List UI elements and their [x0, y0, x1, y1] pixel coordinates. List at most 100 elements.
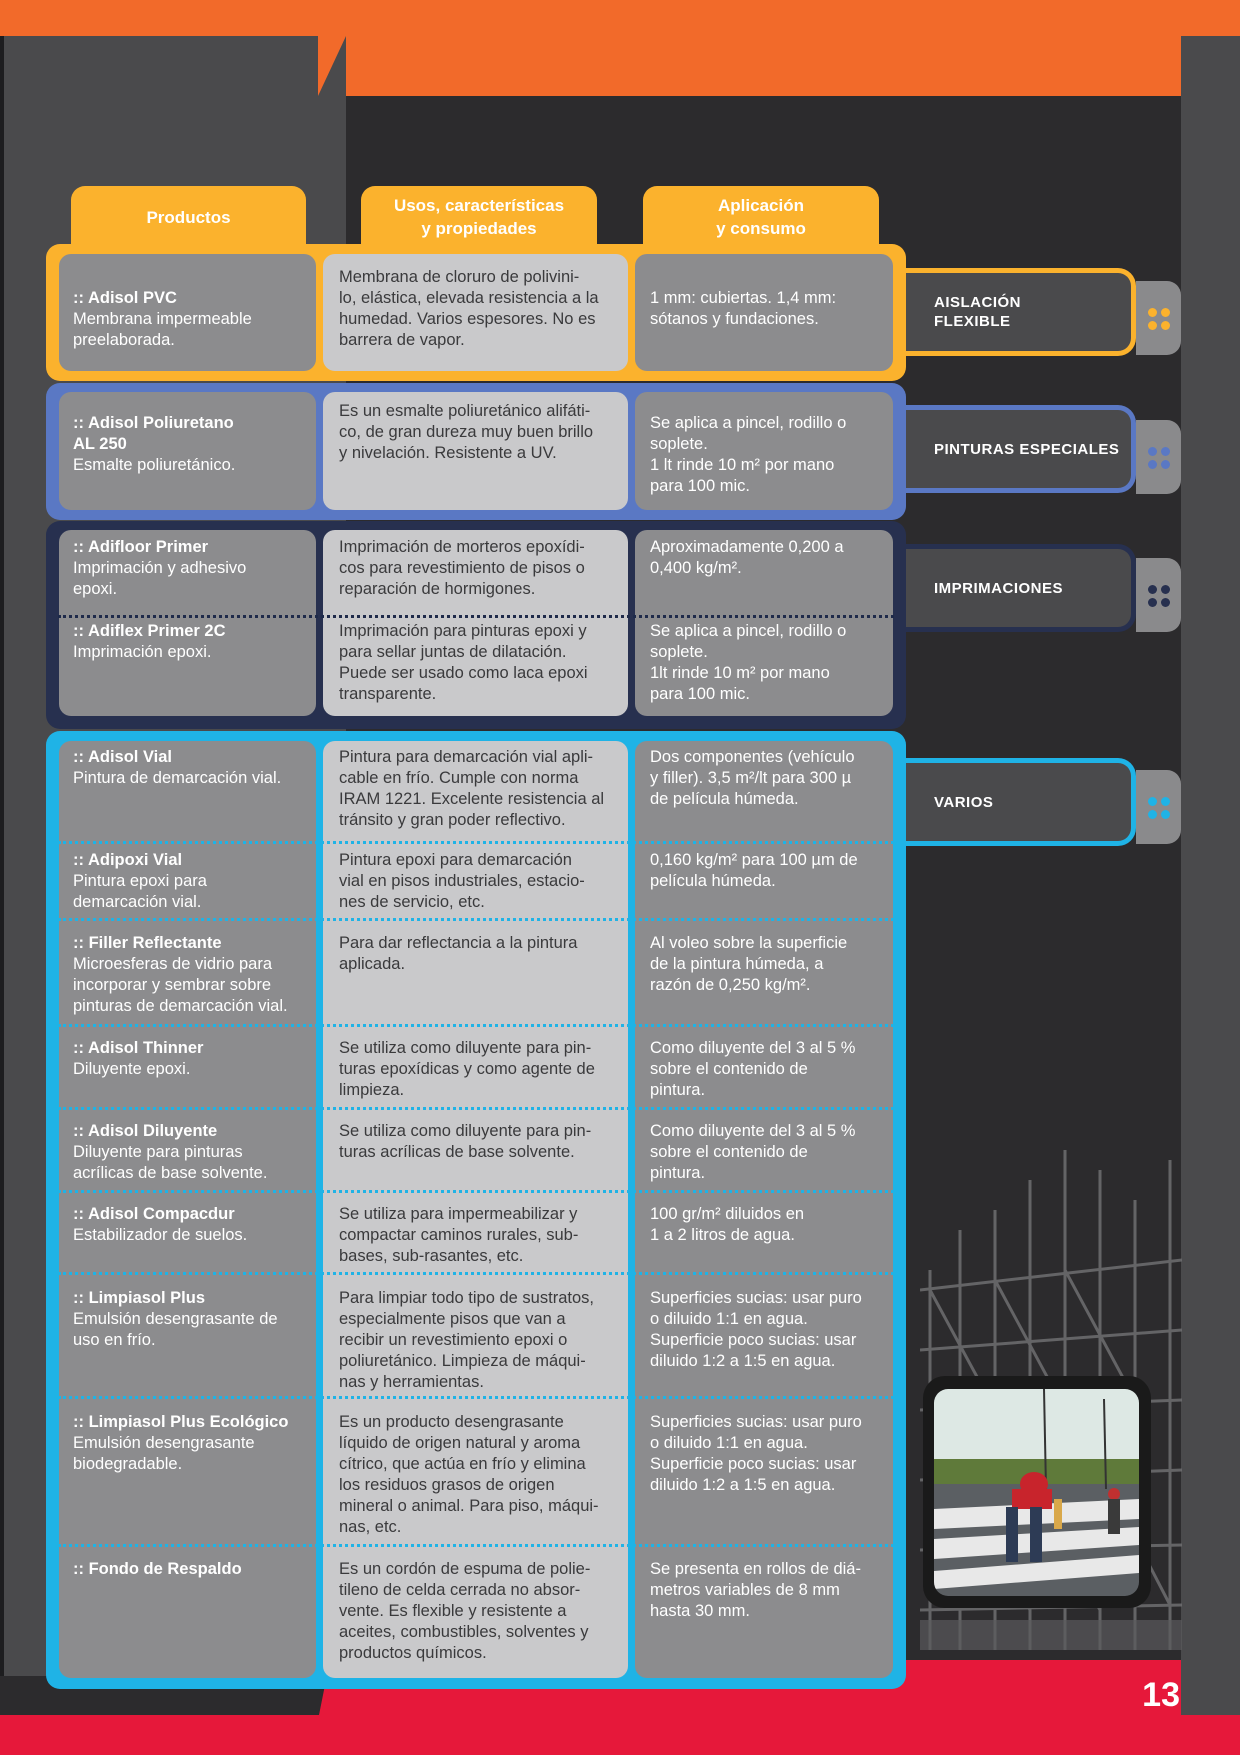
product-desc: Emulsión desengrasante biodegradable.: [73, 1434, 255, 1473]
product-cell: :: Fondo de Respaldo: [73, 1559, 318, 1580]
row-divider: [58, 1190, 894, 1193]
category-tab-aislacion[interactable]: AISLACIÓN FLEXIBLE: [906, 268, 1136, 356]
group-pinturas: [46, 383, 906, 520]
group-aislacion: [46, 244, 906, 381]
col-usos: [323, 530, 628, 716]
col-aplicacion: [635, 530, 893, 716]
usos-cell: Para dar reflectancia a la pintura aplic…: [339, 934, 578, 973]
col-usos: [323, 254, 628, 371]
col-aplicacion: [635, 254, 893, 371]
category-knob-pinturas: [1136, 420, 1181, 494]
aplicacion-cell: Se aplica a pincel, rodillo o soplete. 1…: [650, 414, 847, 495]
row-divider: [58, 1544, 894, 1547]
usos-cell: Es un producto desengrasante líquido de …: [339, 1413, 599, 1536]
usos-cell: Pintura epoxi para demarcación vial en p…: [339, 851, 585, 911]
product-name: :: Adisol Thinner: [73, 1039, 204, 1057]
product-desc: Diluyente epoxi.: [73, 1060, 191, 1078]
col-usos: [323, 392, 628, 510]
usos-cell: Membrana de cloruro de polivini- lo, elá…: [339, 268, 599, 349]
usos-cell: Es un cordón de espuma de polie- tileno …: [339, 1560, 591, 1662]
aplicacion-cell: Se presenta en rollos de diá- metros var…: [650, 1560, 861, 1620]
category-tab-pinturas[interactable]: PINTURAS ESPECIALES: [906, 405, 1136, 493]
aplicacion-cell: 1 mm: cubiertas. 1,4 mm: sótanos y funda…: [650, 289, 837, 328]
category-tab-imprimaciones[interactable]: IMPRIMACIONES: [906, 544, 1136, 632]
product-desc: Imprimación epoxi.: [73, 643, 212, 661]
usos-cell: Es un esmalte poliuretánico alifáti- co,…: [339, 402, 594, 462]
dots-icon: [1148, 797, 1170, 819]
aplicacion-cell: 100 gr/m² diluidos en 1 a 2 litros de ag…: [650, 1205, 805, 1244]
col-aplicacion: [635, 392, 893, 510]
product-name: :: Filler Reflectante: [73, 934, 222, 952]
usos-cell: Imprimación para pinturas epoxi y para s…: [339, 622, 588, 703]
product-desc: Pintura de demarcación vial.: [73, 769, 282, 787]
right-gray-strip: [1181, 36, 1240, 1716]
col-usos: [323, 741, 628, 1678]
top-orange-wedge: [318, 36, 346, 96]
col-productos: [59, 530, 316, 716]
product-desc: Diluyente para pinturas acrílicas de bas…: [73, 1143, 268, 1182]
row-divider: [58, 841, 894, 844]
product-desc: Pintura epoxi para demarcación vial.: [73, 872, 207, 911]
header-productos: Productos: [71, 186, 306, 248]
category-tab-varios[interactable]: VARIOS: [906, 758, 1136, 846]
row-divider: [58, 1107, 894, 1110]
product-desc: Estabilizador de suelos.: [73, 1226, 248, 1244]
aplicacion-cell: Al voleo sobre la superficie de la pintu…: [650, 934, 848, 994]
category-knob-imprimaciones: [1136, 558, 1181, 632]
aplicacion-cell: 0,160 kg/m² para 100 µm de película húme…: [650, 851, 858, 890]
aplicacion-cell: Como diluyente del 3 al 5 % sobre el con…: [650, 1039, 856, 1099]
category-knob-varios: [1136, 770, 1181, 844]
row-divider: [58, 615, 894, 618]
col-aplicacion: [635, 741, 893, 1678]
product-name: :: Fondo de Respaldo: [73, 1560, 242, 1578]
col-productos: [59, 741, 316, 1678]
row-divider: [58, 1396, 894, 1399]
product-name: :: Adifloor Primer: [73, 538, 209, 556]
group-varios: [46, 731, 906, 1689]
aplicacion-cell: Se aplica a pincel, rodillo o soplete. 1…: [650, 622, 847, 703]
usos-cell: Se utiliza como diluyente para pin- tura…: [339, 1122, 592, 1161]
usos-cell: Se utiliza para impermeabilizar y compac…: [339, 1205, 579, 1265]
usos-cell: Para limpiar todo tipo de sustratos, esp…: [339, 1289, 594, 1391]
product-name: :: Adisol Diluyente: [73, 1122, 218, 1140]
header-aplicacion: Aplicación y consumo: [643, 186, 879, 248]
aplicacion-cell: Dos componentes (vehículo y filler). 3,5…: [650, 748, 855, 808]
dots-icon: [1148, 447, 1170, 469]
page-number: 13: [1142, 1676, 1180, 1714]
product-name: :: Adisol PVC: [73, 289, 177, 307]
dots-icon: [1148, 585, 1170, 607]
product-name: :: Adisol Vial: [73, 748, 173, 766]
aplicacion-cell: Superficies sucias: usar puro o diluido …: [650, 1289, 862, 1370]
row-divider: [58, 1272, 894, 1275]
bottom-red-bar: [0, 1715, 1240, 1755]
header-usos: Usos, características y propiedades: [361, 186, 597, 248]
group-imprimaciones: [46, 521, 906, 729]
col-productos: [59, 392, 316, 510]
product-desc: Imprimación y adhesivo epoxi.: [73, 559, 247, 598]
category-knob-aislacion: [1136, 281, 1181, 355]
product-desc: Esmalte poliuretánico.: [73, 456, 236, 474]
product-name: :: Adisol Compacdur: [73, 1205, 235, 1223]
top-orange-block: [346, 0, 1181, 96]
usos-cell: Se utiliza como diluyente para pin- tura…: [339, 1039, 595, 1099]
product-name: :: Adisol Poliuretano AL 250: [73, 414, 234, 453]
product-name: :: Limpiasol Plus Ecológico: [73, 1413, 289, 1431]
aplicacion-cell: Aproximadamente 0,200 a 0,400 kg/m².: [650, 538, 844, 577]
left-edge-line: [0, 36, 4, 1676]
product-name: :: Adipoxi Vial: [73, 851, 183, 869]
product-desc: Emulsión desengrasante de uso en frío.: [73, 1310, 278, 1349]
dots-icon: [1148, 308, 1170, 330]
